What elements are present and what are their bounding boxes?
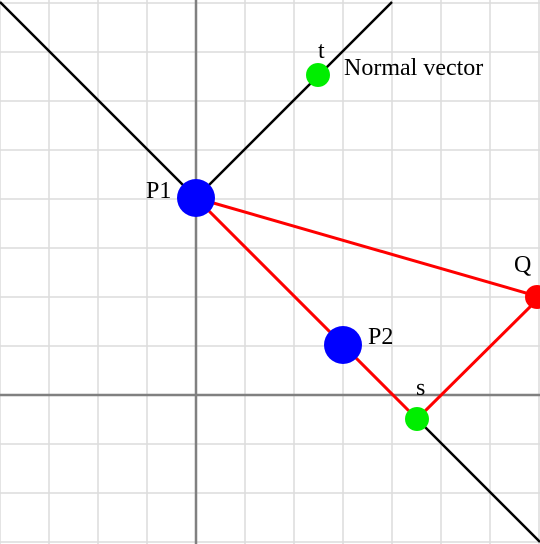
label-p1: P1 [146,178,171,204]
point-p1 [177,179,215,217]
segment-p1-q [195,196,540,299]
label-s: s [416,375,425,401]
point-q [525,285,540,309]
segment-s-q [415,295,540,421]
point-s [405,407,429,431]
point-p2 [324,326,362,364]
label-normal-vector: Normal vector [344,55,483,81]
segment-p1-s [194,196,419,421]
label-p2: P2 [368,324,393,350]
label-q: Q [514,252,531,278]
label-t: t [318,38,325,64]
normal-line [195,1,393,199]
point-t [306,63,330,87]
